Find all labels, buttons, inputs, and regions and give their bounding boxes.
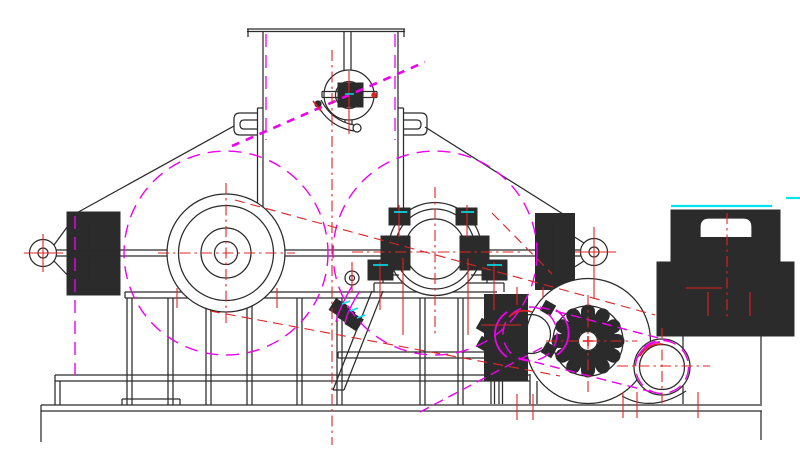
bearing-block-shape — [380, 235, 411, 271]
fan-blower-shape — [589, 348, 610, 374]
belt-tensioner-shape — [539, 299, 557, 317]
belt-lines-magenta-shape — [344, 290, 361, 324]
base-frame-shape — [343, 290, 384, 391]
belt-lines-magenta — [231, 60, 690, 413]
fan-blower-shape — [555, 342, 581, 363]
centerlines-red-shape — [312, 100, 322, 112]
centerlines-red-shape — [491, 212, 553, 275]
fan-blower-shape — [566, 308, 587, 334]
reference-lines-cyan-shape — [356, 314, 366, 319]
belt-lines-magenta-shape — [502, 306, 558, 362]
pitch-circles-magenta-shape — [123, 150, 329, 356]
toggle-mechanism-shape — [344, 312, 364, 332]
adjusting-handwheel — [314, 69, 378, 133]
belt-lines-magenta-shape — [231, 60, 426, 148]
reference-lines-cyan — [341, 93, 800, 319]
belt-lines-magenta-shape — [637, 341, 661, 358]
crusher-housing-shape — [535, 213, 575, 290]
belt-lines-magenta-shape — [419, 344, 548, 413]
adjusting-handwheel-shape — [352, 123, 362, 133]
feed-hopper — [233, 28, 428, 228]
adjusting-handwheel-shape — [320, 99, 355, 126]
belt-lines-magenta-shape — [555, 309, 570, 356]
reference-lines-cyan-shape — [349, 307, 359, 312]
belt-tensioner-shape — [540, 341, 558, 359]
feed-hopper-shape — [239, 119, 257, 130]
belt-lines-magenta-shape — [539, 306, 671, 342]
crusher-housing-shape — [424, 126, 564, 215]
centerlines-red — [24, 50, 751, 445]
belt-lines-magenta-shape — [494, 311, 508, 358]
reference-lines-cyan-shape — [341, 300, 351, 305]
centerlines-red-shape — [639, 343, 662, 357]
fan-blower-shape — [595, 319, 621, 340]
pitch-circles-magenta-shape — [332, 150, 538, 356]
crusher-housing — [28, 125, 609, 296]
adjusting-handwheel-shape — [337, 82, 364, 108]
feed-hopper-shape — [404, 119, 422, 130]
crusher-housing-shape — [564, 260, 585, 274]
pitch-circles-magenta — [74, 34, 538, 375]
fan-blower-shape — [621, 390, 687, 405]
electric-motor-shape — [680, 282, 688, 292]
electric-motor-shape — [670, 209, 781, 310]
crusher-housing-shape — [564, 230, 585, 244]
belt-lines-magenta-shape — [335, 285, 353, 323]
centerlines-red-shape — [371, 92, 377, 98]
crusher-housing-shape — [72, 125, 235, 216]
base-frame-shape — [332, 290, 373, 391]
centerlines-red-shape — [234, 199, 656, 316]
centerlines-red-shape — [209, 310, 561, 377]
feed-hopper-shape — [233, 112, 257, 136]
bearing-block-shape — [459, 235, 490, 271]
belt-lines-magenta-shape — [518, 357, 653, 393]
toggle-mechanism — [328, 270, 364, 332]
belt-tensioner-shape — [496, 300, 514, 318]
belt-tensioner-shape — [475, 317, 493, 335]
electric-motor — [656, 209, 795, 337]
centerlines-red-shape — [508, 309, 533, 318]
electric-motor-shape — [699, 217, 753, 237]
fan-blower-shape — [595, 342, 621, 363]
belt-lines-magenta-shape — [634, 339, 690, 395]
fan-blower-shape — [566, 348, 587, 374]
bearing-block — [367, 201, 508, 297]
belt-tensioner-shape — [510, 313, 552, 355]
feed-hopper-shape — [404, 112, 428, 136]
crusher-housing-shape — [66, 211, 121, 296]
